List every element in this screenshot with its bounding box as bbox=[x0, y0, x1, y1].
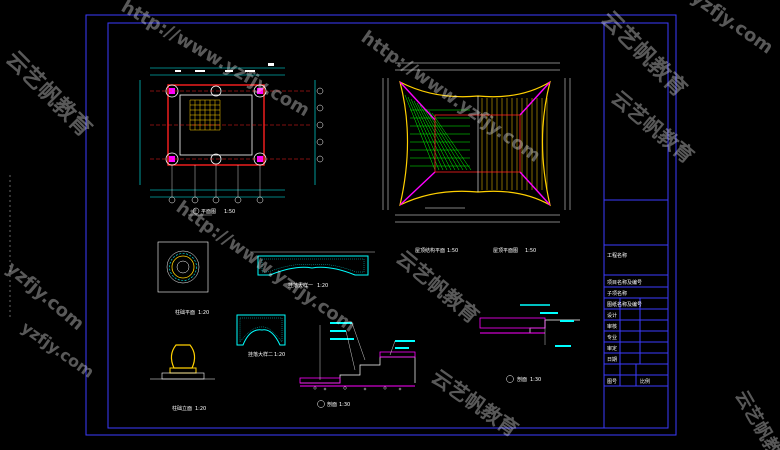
roof-structure-scale: 1:50 bbox=[447, 248, 458, 254]
title-block-row-4: 设计 bbox=[607, 312, 617, 319]
title-block-row-3: 图纸名称及编号 bbox=[607, 301, 642, 308]
arch-detail-a: 挂落大样一 1:20 bbox=[250, 251, 375, 289]
roof-structure-caption: 屋顶结构平面 bbox=[415, 247, 445, 254]
arch-detail-a-caption: 挂落大样一 bbox=[288, 282, 313, 289]
title-block: 工程名称 项目名称及编号 子项名称 图纸名称及编号 设计 审核 专业 审定 日期… bbox=[603, 23, 668, 428]
roof-plan-caption: 屋顶平面图 bbox=[493, 248, 518, 254]
arch-detail-a-scale: 1:20 bbox=[317, 283, 328, 289]
column-base-elev-scale: 1:20 bbox=[195, 406, 206, 412]
title-block-project-label: 工程名称 bbox=[607, 252, 627, 259]
roof-plan-scale: 1:50 bbox=[525, 248, 536, 254]
arch-detail-b-scale: 1:20 bbox=[274, 352, 285, 358]
section-2-scale: 1:30 bbox=[530, 377, 541, 383]
title-block-row-7: 审定 bbox=[607, 345, 617, 352]
column-base-plan-caption: 柱础平面 bbox=[175, 309, 195, 316]
plan-view: 平面图 1:50 bbox=[139, 63, 324, 216]
title-block-row-5: 审核 bbox=[607, 323, 617, 330]
plan-scale: 1:50 bbox=[224, 209, 235, 215]
section-2: 剖面 1:30 bbox=[479, 304, 580, 383]
roof-plan-view: 屋顶结构平面 1:50 屋顶平面图 1:50 bbox=[382, 62, 571, 254]
column-base-elevation: 柱础立面 1:20 bbox=[150, 344, 215, 412]
arch-detail-b: 挂落大样二 1:20 bbox=[236, 314, 286, 358]
section-2-caption: 剖面 bbox=[517, 376, 527, 383]
outer-frame bbox=[85, 14, 677, 436]
title-block-drawing-no: 图号 bbox=[607, 379, 617, 385]
plan-caption: 平面图 bbox=[201, 209, 216, 215]
section-1-scale: 1:30 bbox=[339, 402, 350, 408]
column-base-plan-scale: 1:20 bbox=[198, 310, 209, 316]
column-base-plan: 柱础平面 1:20 bbox=[157, 241, 209, 316]
arch-detail-b-caption: 挂落大样二 bbox=[248, 351, 273, 358]
title-block-row-2: 子项名称 bbox=[607, 290, 627, 297]
title-block-scale: 比例 bbox=[640, 378, 650, 385]
inner-frame bbox=[107, 22, 669, 429]
section-1-caption: 剖面 bbox=[327, 401, 337, 408]
column-base-elev-caption: 柱础立面 bbox=[172, 405, 192, 412]
title-block-row-1: 项目名称及编号 bbox=[607, 279, 642, 286]
section-1: 剖面 1:30 bbox=[299, 322, 416, 408]
title-block-row-6: 专业 bbox=[607, 334, 617, 341]
title-block-row-8: 日期 bbox=[607, 357, 617, 363]
